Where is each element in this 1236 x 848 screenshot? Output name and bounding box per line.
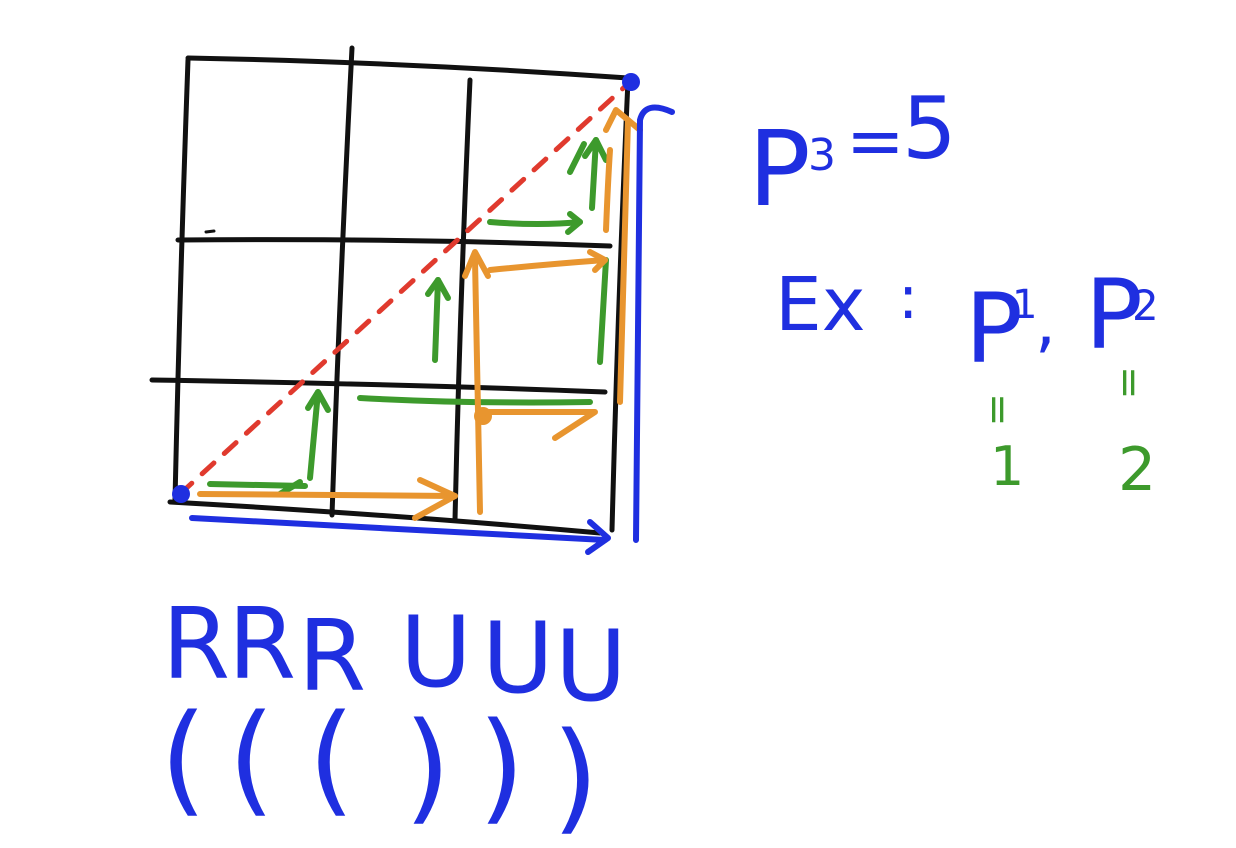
move-1: R <box>162 588 230 702</box>
paren-sequence: ( ( ( ) ) ) <box>160 690 599 847</box>
move-3: R <box>298 600 366 714</box>
move-4: U <box>400 596 472 710</box>
paren-4: ) <box>404 698 451 837</box>
path-orange <box>197 107 643 521</box>
formula-subscript: 3 <box>808 130 836 181</box>
move-6: U <box>555 610 627 724</box>
grid-line-v1 <box>329 45 355 518</box>
example: Ex : P 1 , P 2 <box>775 259 1159 385</box>
example-p1-label: P <box>965 273 1023 385</box>
formula-label: P <box>748 108 811 230</box>
grid-line-top <box>185 55 631 81</box>
path-blue <box>189 104 675 555</box>
move-2: R <box>228 588 296 702</box>
grid-line-bottom <box>167 499 603 536</box>
example-p1-value: 1 <box>990 435 1024 498</box>
formula-equals: = <box>846 100 905 182</box>
move-sequence: R R R U U U <box>162 588 627 724</box>
grid-line-h2 <box>149 377 608 395</box>
formula-value: 5 <box>902 79 957 179</box>
example-prefix: Ex <box>775 262 866 348</box>
example-p1-subscript: 1 <box>1012 282 1037 328</box>
grid-line-left <box>172 57 191 503</box>
example-p2-subscript: 2 <box>1132 281 1159 330</box>
paren-3: ( <box>308 690 355 829</box>
paren-1: ( <box>160 690 207 829</box>
end-point <box>622 73 640 91</box>
paren-2: ( <box>228 690 275 829</box>
path-green <box>207 137 609 497</box>
example-colon: : <box>898 263 918 333</box>
move-5: U <box>482 602 554 716</box>
example-separator: , <box>1035 284 1056 361</box>
start-point <box>172 485 190 503</box>
grid-line-h1 <box>175 237 613 249</box>
paren-5: ) <box>478 698 525 837</box>
example-values: = 1 = 2 <box>975 366 1156 505</box>
diagonal-line <box>177 79 633 497</box>
grid <box>149 45 631 536</box>
example-p2-mark: = <box>1106 366 1152 400</box>
example-p2-label: P <box>1085 259 1143 371</box>
example-p2-value: 2 <box>1118 435 1156 505</box>
paren-6: ) <box>552 708 599 847</box>
grid-tick <box>204 229 216 234</box>
formula: P 3 = 5 <box>748 79 957 230</box>
example-p1-mark: = <box>975 393 1021 427</box>
grid-line-v2 <box>452 77 473 523</box>
